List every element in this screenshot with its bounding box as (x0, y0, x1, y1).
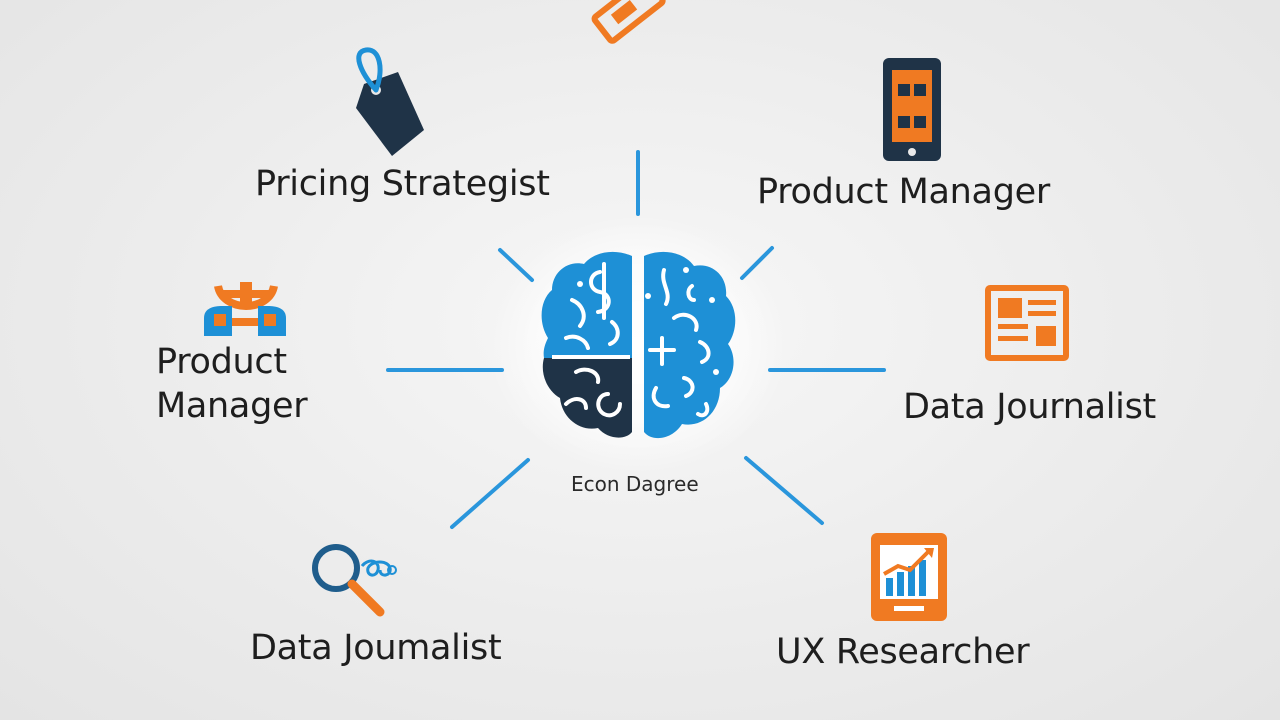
smartphone-icon (883, 58, 941, 161)
organization-chart-icon (204, 282, 286, 336)
brain-icon (541, 251, 736, 439)
growth-chart-icon (871, 533, 947, 621)
ux-researcher-label: UX Researcher (776, 632, 1030, 672)
product-manager-left-label: Product Manager (156, 341, 308, 429)
connector-top-right (740, 246, 774, 280)
brain-glow (488, 215, 788, 475)
connector-bottom-left (450, 458, 530, 529)
connector-lines (386, 150, 886, 529)
product-manager-top-label: Product Manager (757, 172, 1050, 212)
connector-bottom-right (744, 456, 824, 525)
data-journalist-right-label: Data Journalist (903, 387, 1156, 427)
connector-top-left (498, 248, 534, 282)
magnifier-icon (312, 544, 397, 617)
pricing-strategist-label: Pricing Strategist (255, 164, 550, 204)
product-manager-left-line2: Manager (156, 385, 308, 426)
data-journalist-bottom-label: Data Joumalist (250, 628, 502, 668)
center-label: Econ Dagree (571, 472, 699, 496)
newspaper-icon (985, 285, 1069, 361)
tag-icon (591, 0, 666, 44)
product-manager-left-line1: Product (156, 342, 287, 382)
price-tag-icon (356, 47, 424, 156)
